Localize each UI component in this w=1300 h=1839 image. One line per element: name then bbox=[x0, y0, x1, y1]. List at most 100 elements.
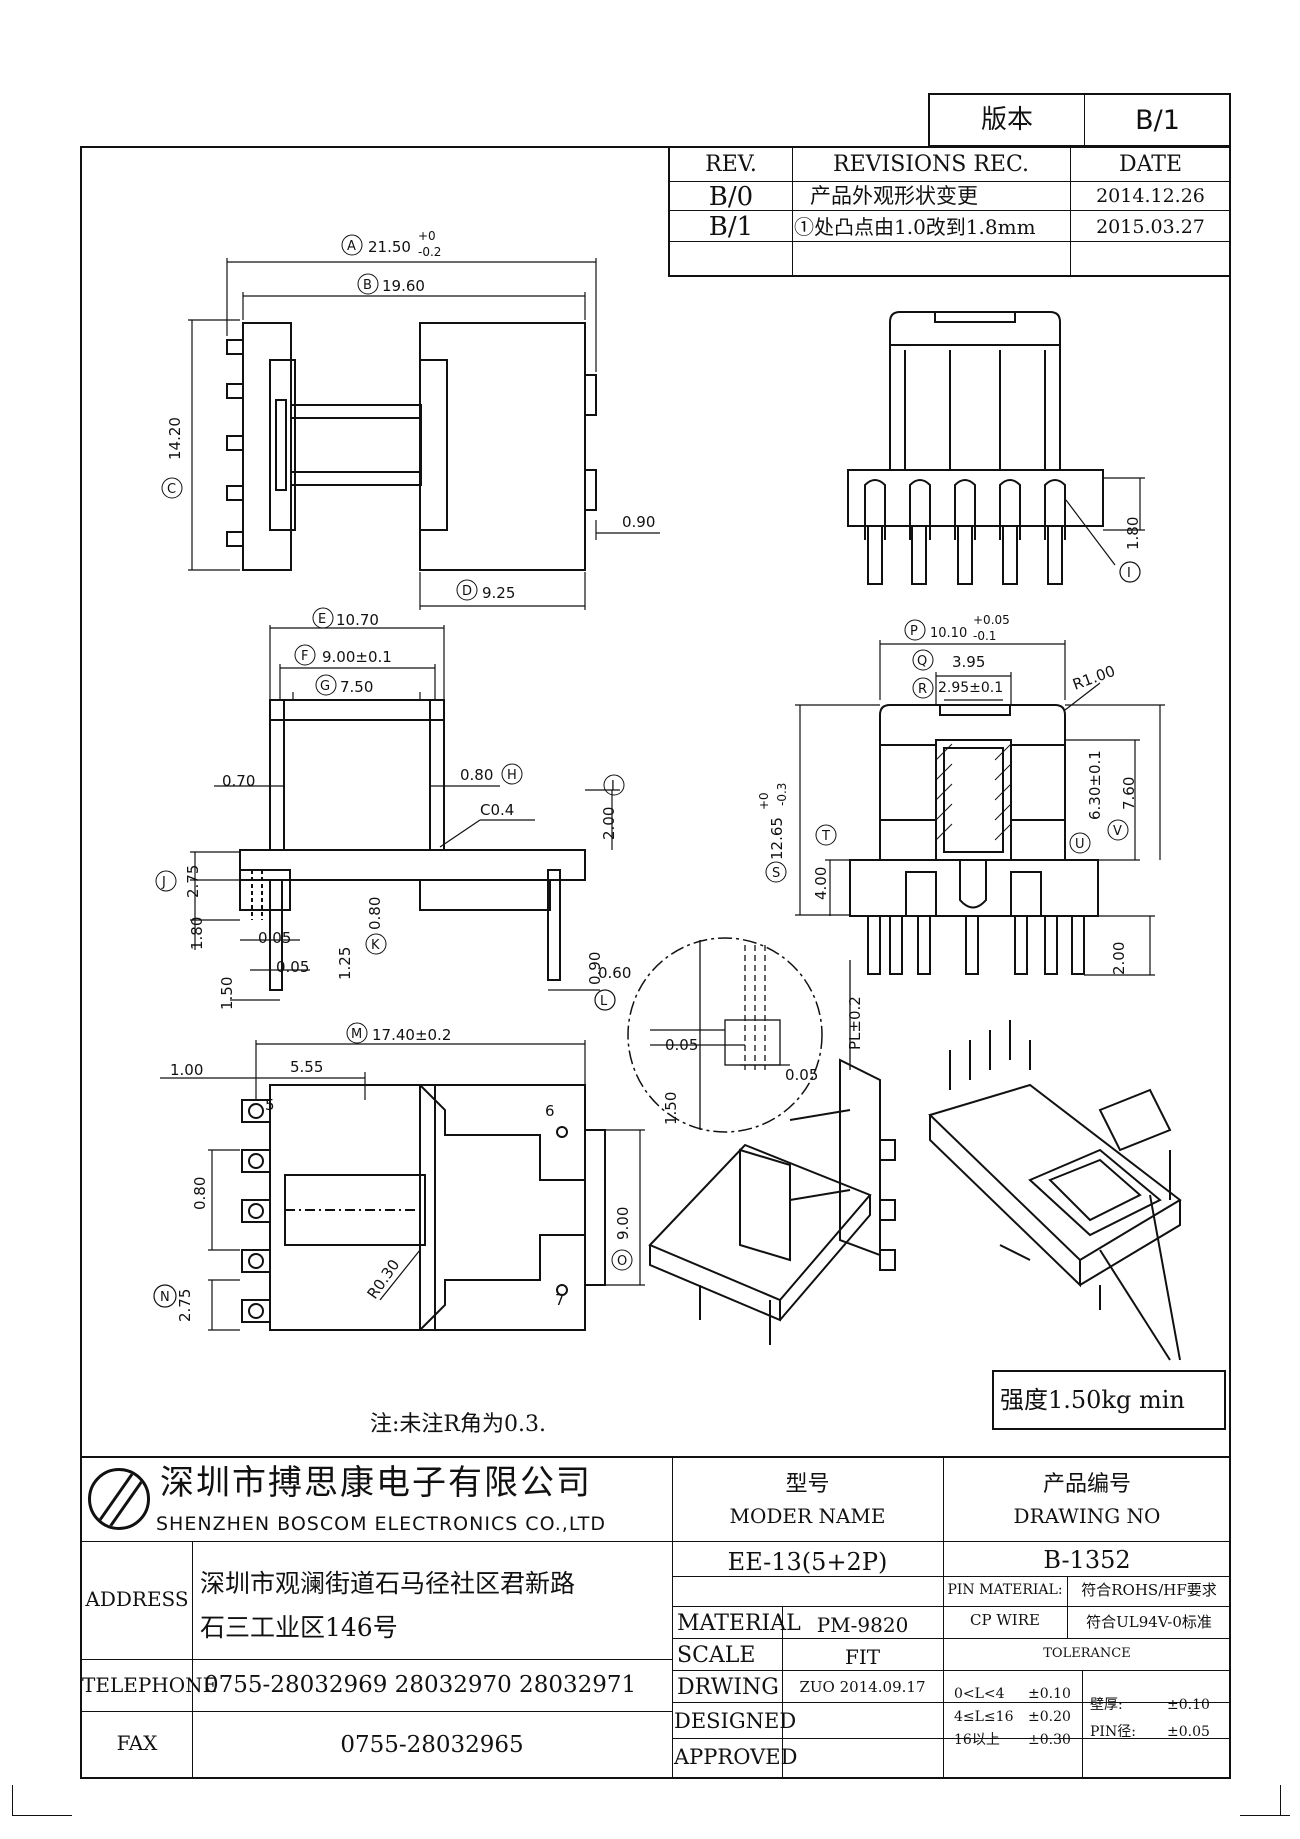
hatch bbox=[935, 743, 1012, 841]
isometric-view-2 bbox=[928, 1020, 1182, 1361]
dim-s: 12.65 bbox=[768, 817, 786, 860]
approved-label: APPROVED bbox=[674, 1745, 798, 1769]
detail-150: 1.50 bbox=[662, 1092, 680, 1125]
scale-value: FIT bbox=[844, 1645, 881, 1669]
rohs-text: 符合ROHS/HF要求 bbox=[1081, 1581, 1217, 1599]
dim-090: 0.90 bbox=[622, 513, 655, 531]
isometric-view-1 bbox=[648, 1058, 896, 1345]
svg-text:B: B bbox=[363, 278, 372, 293]
dim-125: 1.25 bbox=[336, 947, 354, 980]
svg-text:F: F bbox=[301, 649, 308, 664]
dim-r100: R1.00 bbox=[1070, 662, 1117, 694]
dim-c: 14.20 bbox=[166, 417, 184, 460]
dim-l-060: 0.60 bbox=[598, 964, 631, 982]
front-view-top-right bbox=[847, 311, 1104, 585]
dim-v: 7.60 bbox=[1120, 777, 1138, 810]
scale-label: SCALE bbox=[677, 1643, 756, 1668]
dim-100: 1.00 bbox=[170, 1061, 203, 1079]
dim-005b: 0.05 bbox=[276, 958, 309, 976]
strength-box: 强度1.50kg min bbox=[992, 1370, 1226, 1430]
svg-text:Q: Q bbox=[917, 654, 927, 669]
company-logo-icon bbox=[88, 1468, 150, 1530]
drawing-by-label: DRWING bbox=[677, 1675, 779, 1700]
rev-header: REV. bbox=[705, 152, 757, 177]
svg-text:U: U bbox=[1075, 837, 1085, 852]
detail-005b: 0.05 bbox=[785, 1066, 818, 1084]
designed-label: DESIGNED bbox=[674, 1709, 797, 1733]
dim-a-tol-up: +0 bbox=[418, 229, 436, 243]
rec-header: REVISIONS REC. bbox=[833, 152, 1029, 177]
pin-dia-label: PIN径: bbox=[1090, 1724, 1136, 1740]
dim-070: 0.70 bbox=[222, 772, 255, 790]
note-text: 注:未注R角为0.3. bbox=[370, 1412, 546, 1437]
dim-k: 0.80 bbox=[366, 897, 384, 930]
svg-text:R: R bbox=[918, 682, 927, 697]
dim-m: 17.40±0.2 bbox=[372, 1026, 451, 1044]
pin-7-label: 7 bbox=[555, 1291, 565, 1309]
wall-value: ±0.10 bbox=[1167, 1697, 1210, 1713]
dim-005a: 0.05 bbox=[258, 929, 291, 947]
svg-text:C: C bbox=[167, 482, 176, 497]
tol-value-1: ±0.10 bbox=[1028, 1686, 1071, 1702]
material-value: PM-9820 bbox=[816, 1613, 909, 1637]
dim-555: 5.55 bbox=[290, 1058, 323, 1076]
svg-text:K: K bbox=[371, 938, 380, 953]
dim-q: 3.95 bbox=[952, 653, 985, 671]
dim-s-tol-dn: -0.3 bbox=[775, 783, 789, 806]
drawing-label-cn: 产品编号 bbox=[1042, 1472, 1131, 1497]
dim-j: 2.75 bbox=[184, 865, 202, 898]
dim-200: 2.00 bbox=[1110, 942, 1128, 975]
dim-l-090: 0.90 bbox=[586, 952, 604, 985]
address-line-1: 深圳市观澜街道石马径社区君新路 bbox=[200, 1569, 576, 1598]
pin-material-label: PIN MATERIAL: bbox=[947, 1582, 1063, 1598]
dim-180: 1.80 bbox=[188, 917, 206, 950]
svg-text:I: I bbox=[611, 779, 615, 794]
date-header: DATE bbox=[1118, 152, 1183, 177]
svg-text:E: E bbox=[318, 612, 326, 627]
version-value: B/1 bbox=[1135, 105, 1180, 136]
pin-material-value: CP WIRE bbox=[970, 1611, 1040, 1629]
front-section-middle-right bbox=[849, 704, 1099, 975]
svg-text:M: M bbox=[351, 1027, 362, 1042]
rev-row-1-rec: 产品外观形状变更 bbox=[810, 184, 978, 208]
svg-text:I: I bbox=[1127, 566, 1131, 581]
svg-text:A: A bbox=[347, 239, 356, 254]
address-line-2: 石三工业区146号 bbox=[200, 1613, 398, 1642]
title-block: 深圳市搏思康电子有限公司 SHENZHEN BOSCOM ELECTRONICS… bbox=[80, 1456, 1231, 1779]
wall-label: 壁厚: bbox=[1090, 1697, 1123, 1713]
version-label: 版本 bbox=[980, 105, 1033, 135]
dim-t: 4.00 bbox=[812, 867, 830, 900]
model-label-en: MODER NAME bbox=[729, 1504, 886, 1528]
dim-b: 19.60 bbox=[382, 277, 425, 295]
dim-p-tol-dn: -0.1 bbox=[973, 629, 996, 643]
svg-text:D: D bbox=[462, 584, 472, 599]
dim-p: 10.10 bbox=[930, 626, 967, 641]
address-label: ADDRESS bbox=[85, 1587, 189, 1611]
rev-row-2-rec: ①处凸点由1.0改到1.8mm bbox=[794, 215, 1036, 239]
dim-u: 6.30±0.1 bbox=[1086, 750, 1104, 820]
drawing-by-value: ZUO 2014.09.17 bbox=[799, 1678, 926, 1696]
svg-text:N: N bbox=[160, 1290, 170, 1305]
dim-c04: C0.4 bbox=[480, 801, 514, 819]
dim-i: 2.00 bbox=[600, 807, 618, 840]
rev-row-2-rev: B/1 bbox=[708, 212, 754, 242]
detail-pl: PL±0.2 bbox=[846, 996, 864, 1050]
dim-080: 0.80 bbox=[191, 1177, 209, 1210]
svg-text:G: G bbox=[320, 679, 330, 694]
svg-text:O: O bbox=[617, 1254, 627, 1269]
svg-text:L: L bbox=[600, 994, 608, 1009]
drawing-label-en: DRAWING NO bbox=[1013, 1504, 1161, 1528]
dim-a-tol-dn: -0.2 bbox=[418, 245, 441, 259]
svg-text:H: H bbox=[507, 768, 517, 783]
ul-text: 符合UL94V-0标准 bbox=[1086, 1613, 1212, 1631]
tol-range-1: 0<L<4 bbox=[954, 1686, 1005, 1702]
telephone-label: TELEPHONE bbox=[82, 1673, 218, 1697]
detail-005a: 0.05 bbox=[665, 1036, 698, 1054]
dim-150: 1.50 bbox=[218, 977, 236, 1010]
svg-text:T: T bbox=[821, 829, 830, 844]
svg-text:J: J bbox=[161, 875, 166, 890]
fax-value: 0755-28032965 bbox=[340, 1732, 524, 1758]
dim-f: 9.00±0.1 bbox=[322, 648, 392, 666]
revisions-table: REV. REVISIONS REC. DATE B/0 产品外观形状变更 20… bbox=[668, 146, 1231, 277]
drawing-value: B-1352 bbox=[1043, 1546, 1131, 1574]
